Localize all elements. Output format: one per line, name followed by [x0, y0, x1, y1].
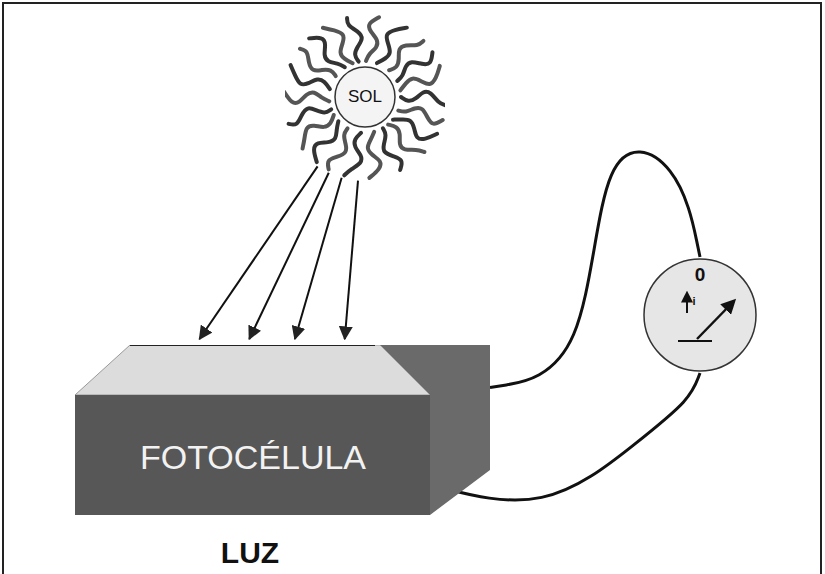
sun-ray	[397, 52, 432, 81]
sun-ray	[368, 132, 381, 178]
light-ray	[295, 178, 342, 339]
dial-face	[644, 259, 756, 371]
sun-core	[335, 67, 395, 127]
sun-ray	[366, 17, 379, 61]
cell-front	[75, 395, 430, 515]
border	[3, 3, 821, 574]
needle	[697, 301, 734, 339]
meter-dial: 0i	[642, 257, 758, 373]
sun-ray	[289, 108, 332, 124]
current-symbol: i	[692, 295, 695, 307]
needle-base	[678, 340, 712, 342]
sun: SOL	[285, 12, 445, 182]
current-arrow	[686, 293, 688, 313]
caption-label: LUZ	[221, 536, 279, 569]
sun-ray	[347, 18, 362, 62]
sun-ray	[344, 133, 361, 176]
scale-zero: 0	[695, 265, 706, 286]
photocell-box: FOTOCÉLULA	[75, 345, 490, 515]
sun-ray	[401, 92, 445, 106]
sun-label: SOL	[348, 88, 382, 107]
sun-ray	[285, 92, 329, 103]
sun-ray	[303, 115, 334, 149]
sun-ray	[400, 66, 439, 90]
cell-label: FOTOCÉLULA	[140, 439, 366, 476]
light-ray	[249, 173, 328, 339]
photocell-box-shape	[75, 345, 490, 515]
sun-ray	[383, 128, 402, 170]
cell-edge	[130, 345, 375, 346]
sun-ray	[323, 28, 353, 63]
light-ray	[345, 181, 358, 339]
light-ray	[200, 166, 318, 339]
sun-ray	[388, 125, 424, 152]
